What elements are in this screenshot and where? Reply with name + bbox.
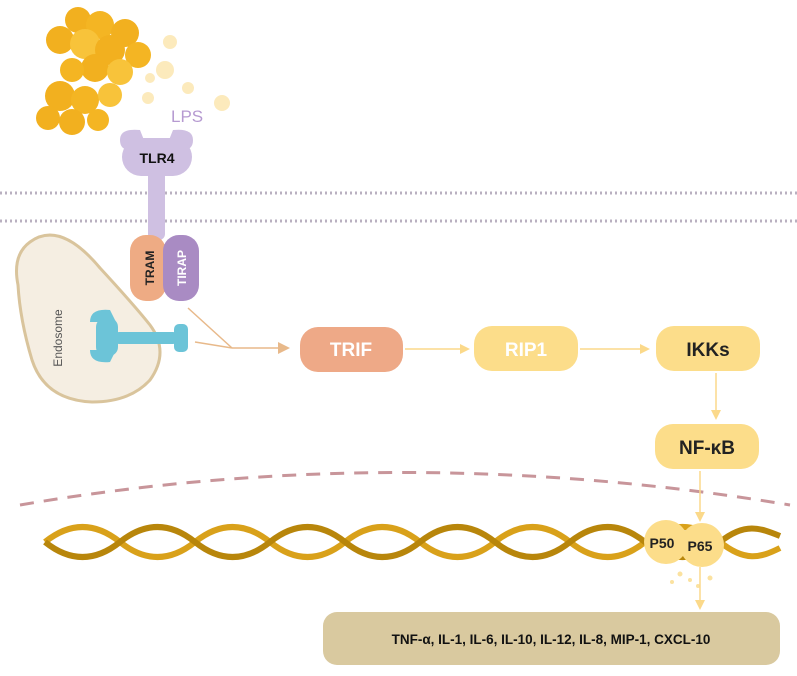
cytokine-output-box [323,612,780,665]
trif-label: TRIF [330,340,372,361]
nfkb-node [655,424,759,469]
lps-cluster [36,7,230,135]
tirap-adaptor [163,235,199,301]
endosome [15,233,162,404]
transcription-sparkles [670,571,713,588]
cell-membrane [0,191,797,223]
nfkb-label: NF-κB [679,438,735,459]
lps-label: LPS [171,107,203,126]
tlr4-label: TLR4 [140,150,175,166]
endosomal-tlr [90,309,188,363]
cytokine-list: TNF-α, IL-1, IL-6, IL-10, IL-12, IL-8, M… [392,632,711,647]
nuclear-membrane [19,471,791,507]
p50-subunit [644,520,688,564]
rip1-node [474,326,578,371]
endosome-label: Endosome [51,309,65,367]
tlr4-receptor [120,129,193,240]
p65-subunit [680,523,724,567]
tirap-label: TIRAP [175,250,189,286]
rip1-label: RIP1 [505,340,548,361]
tram-label: TRAM [143,251,157,286]
ikks-node [656,326,760,371]
trif-node [300,327,403,372]
p50-label: P50 [650,535,675,551]
ikks-label: IKKs [686,340,729,361]
tram-adaptor [130,235,166,301]
p65-label: P65 [688,538,713,554]
